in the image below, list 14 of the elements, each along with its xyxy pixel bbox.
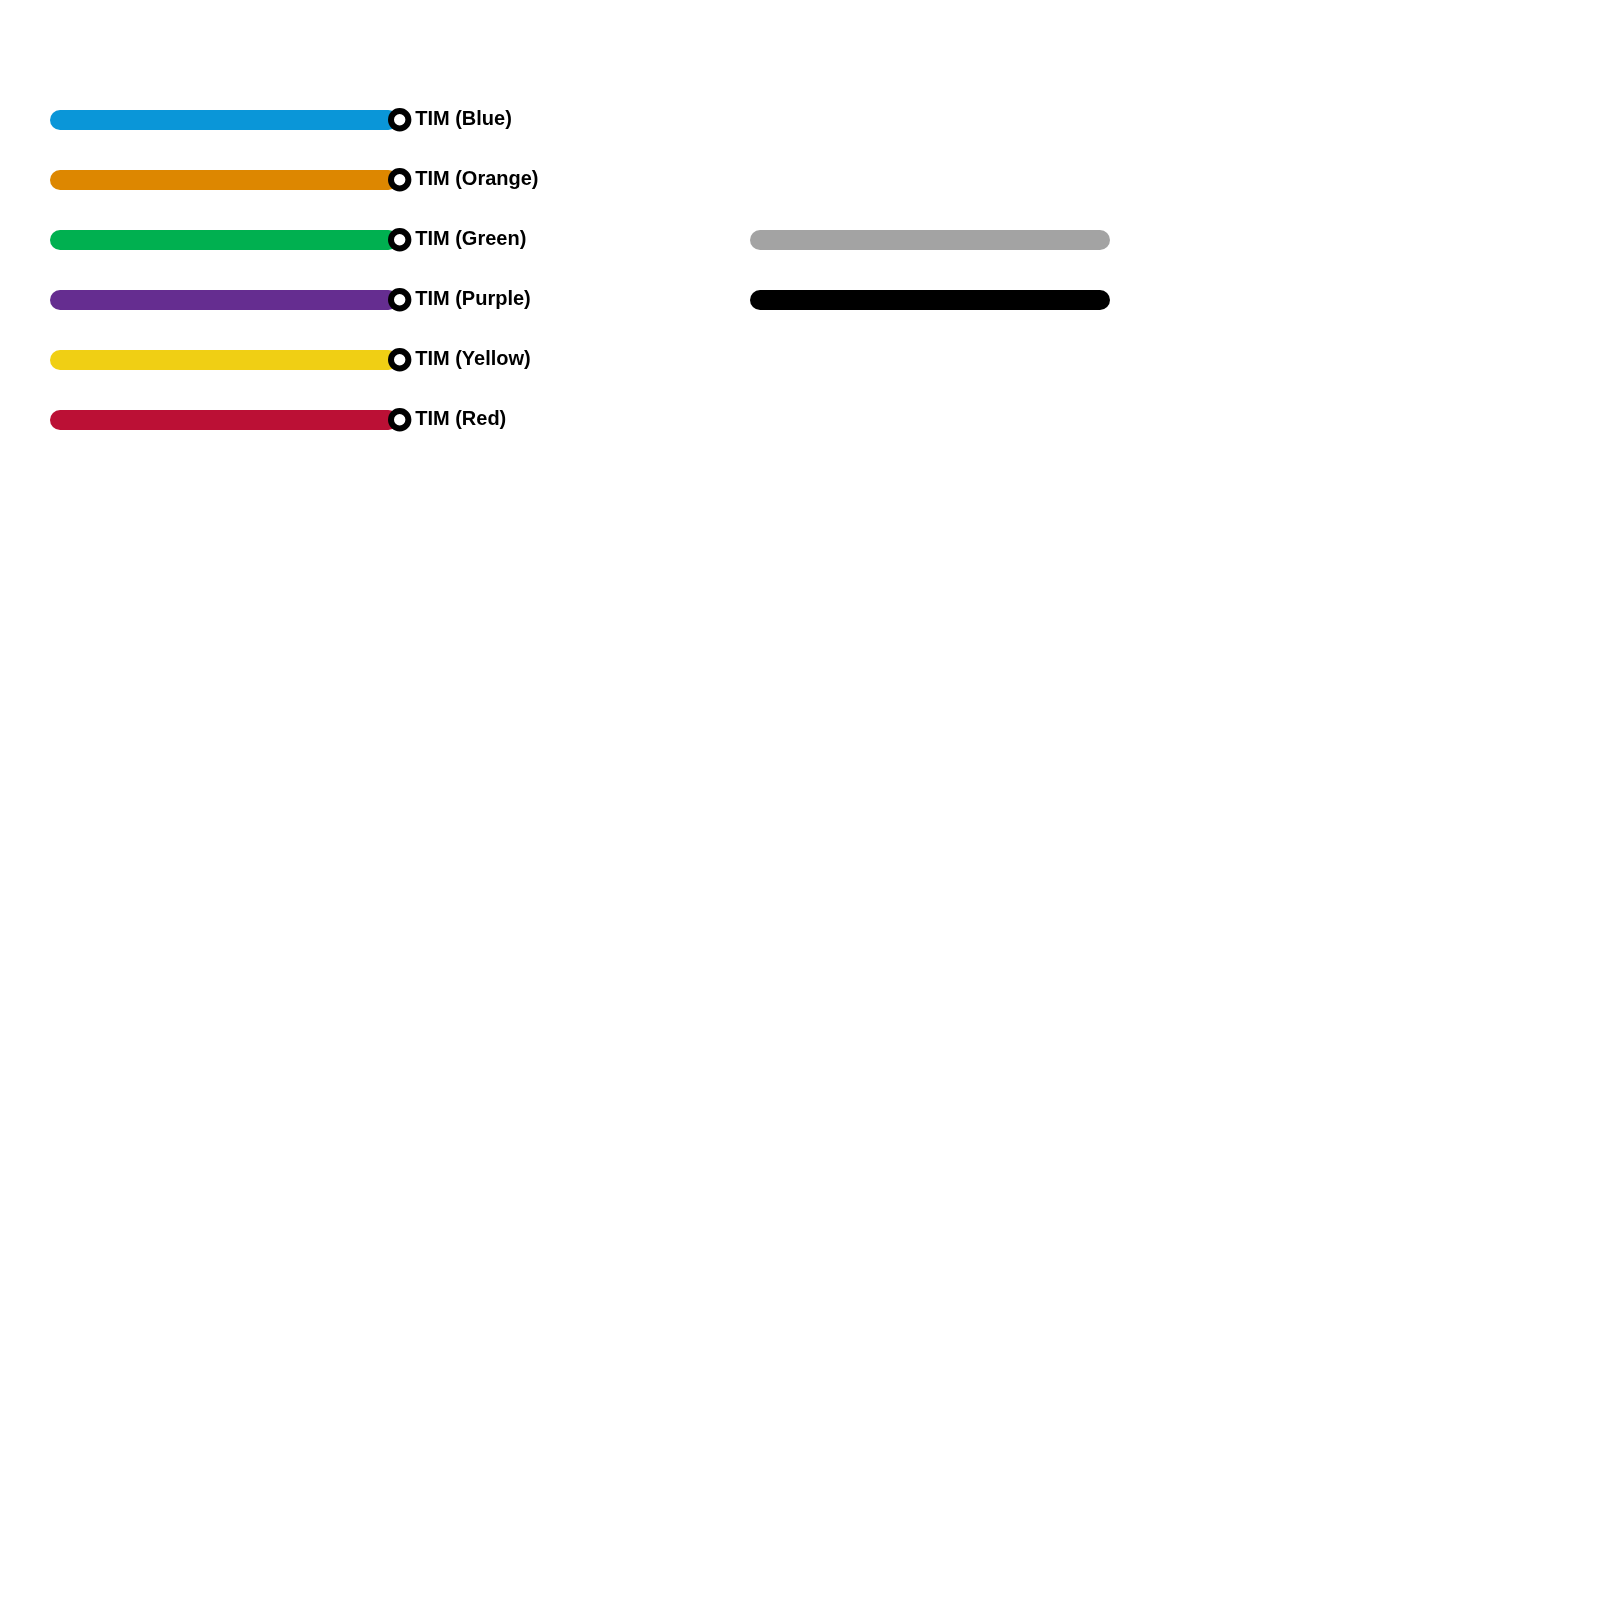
- station-ring-icon: [388, 228, 412, 252]
- line-label: TIM (Orange): [415, 166, 539, 190]
- line-label: TIM (Green): [415, 226, 527, 250]
- station-ring-icon: [388, 288, 412, 312]
- line-label: TIM (Yellow): [415, 346, 531, 370]
- line-label: TIM (Red): [415, 406, 507, 430]
- station-ring-icon: [388, 348, 412, 372]
- route-line: [750, 290, 1110, 310]
- line-label: TIM (Purple): [415, 286, 531, 310]
- line-label: TIM (Blue): [415, 106, 512, 130]
- station-ring-icon: [388, 408, 412, 432]
- route-line: [750, 230, 1110, 250]
- station-ring-icon: [388, 168, 412, 192]
- station-ring-icon: [388, 108, 412, 132]
